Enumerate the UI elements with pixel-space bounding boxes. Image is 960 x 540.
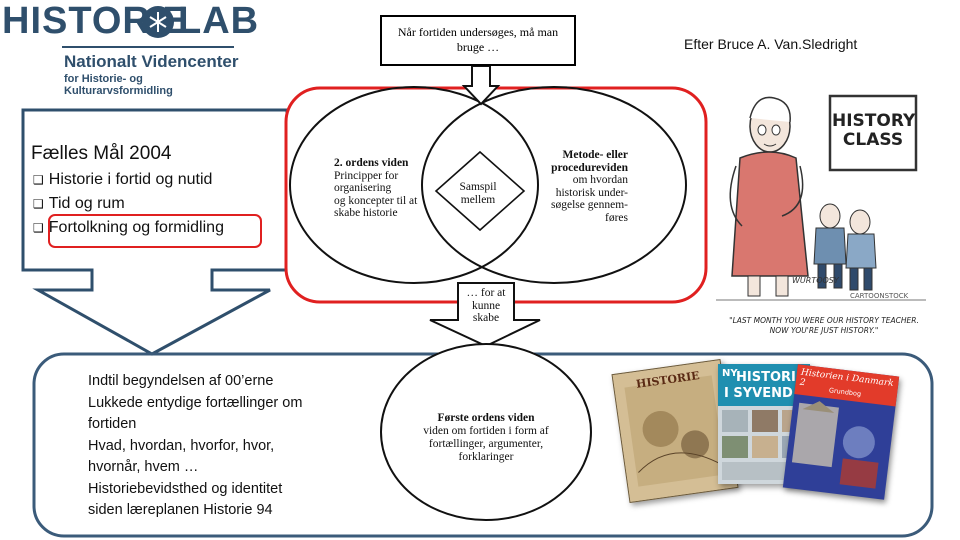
cartoon-signature: WURTOOSY <box>792 276 839 285</box>
cartoon-illustration <box>712 66 930 348</box>
venn-right-text: Metode- eller procedureviden om hvordan … <box>536 149 628 224</box>
venn-left-line: organisering <box>334 182 417 195</box>
book-covers: HISTORIE NY HISTORIE I SYVEND Historien … <box>612 356 912 506</box>
caption-line: NOW YOU'RE JUST HISTORY." <box>718 326 930 336</box>
first-order-line: fortællinger, argumenter, <box>398 438 574 451</box>
history-class-cartoon: HISTORY CLASS WURTOOSY CARTOONSTOCK "LAS… <box>712 66 930 348</box>
first-order-title: Første ordens viden <box>398 412 574 425</box>
sign-line: CLASS <box>832 131 914 150</box>
bottom-text-line: Hvad, hvordan, hvorfor, hvor, <box>88 436 302 458</box>
author-credit: Efter Bruce A. Van.Sledright <box>684 36 857 52</box>
bottom-text-line: Lukkede entydige fortællinger om <box>88 393 302 415</box>
book-cover-historien-i-danmark: Historien i Danmark 2 Grundbog <box>783 364 899 500</box>
venn-left-text: 2. ordens viden Principper for organiser… <box>334 157 417 220</box>
method-title-line: procedureviden <box>536 162 628 175</box>
skabe-line: kunne <box>458 300 514 313</box>
venn-left-line: skabe historie <box>334 207 417 220</box>
venn-left-line: og koncepter til at <box>334 195 417 208</box>
history-class-sign: HISTORY CLASS <box>832 112 914 150</box>
bottom-text-line: siden læreplanen Historie 94 <box>88 500 302 522</box>
skabe-arrow-text: … for at kunne skabe <box>458 287 514 325</box>
bottom-text-line: Indtil begyndelsen af 00’erne <box>88 371 302 393</box>
bottom-text-line: fortiden <box>88 414 302 436</box>
venn-center-text: Samspil mellem <box>450 181 506 206</box>
top-question-box: Når fortiden undersøges, må man bruge … <box>380 15 576 66</box>
method-title-line: Metode- eller <box>536 149 628 162</box>
first-order-text: Første ordens viden viden om fortiden i … <box>398 412 574 464</box>
sign-line: HISTORY <box>832 112 914 131</box>
cartoon-caption: "LAST MONTH YOU WERE OUR HISTORY TEACHER… <box>718 316 930 336</box>
bottom-text-line: hvornår, hvem … <box>88 457 302 479</box>
book2-title-line2: I SYVEND <box>724 386 793 401</box>
first-order-line: forklaringer <box>398 451 574 464</box>
venn-right-line: føres <box>536 212 628 225</box>
book3-art <box>783 394 896 500</box>
skabe-line: skabe <box>458 312 514 325</box>
samspil-line: mellem <box>450 194 506 207</box>
first-order-line: viden om fortiden i form af <box>398 425 574 438</box>
venn-right-line: søgelse gennem- <box>536 199 628 212</box>
bottom-left-text: Indtil begyndelsen af 00’erne Lukkede en… <box>88 371 302 522</box>
venn-left-line: Principper for <box>334 170 417 183</box>
venn-right-line: historisk under- <box>536 187 628 200</box>
cartoon-watermark: CARTOONSTOCK <box>850 292 908 300</box>
caption-line: "LAST MONTH YOU WERE OUR HISTORY TEACHER… <box>718 316 930 326</box>
top-question-line: Når fortiden undersøges, må man <box>382 25 574 40</box>
book2-title: HISTORIE <box>736 370 805 385</box>
samspil-line: Samspil <box>450 181 506 194</box>
bottom-text-line: Historiebevidsthed og identitet <box>88 479 302 501</box>
venn-right-line: om hvordan <box>536 174 628 187</box>
top-question-line: bruge … <box>382 40 574 55</box>
skabe-line: … for at <box>458 287 514 300</box>
second-order-title: 2. ordens viden <box>334 157 417 170</box>
